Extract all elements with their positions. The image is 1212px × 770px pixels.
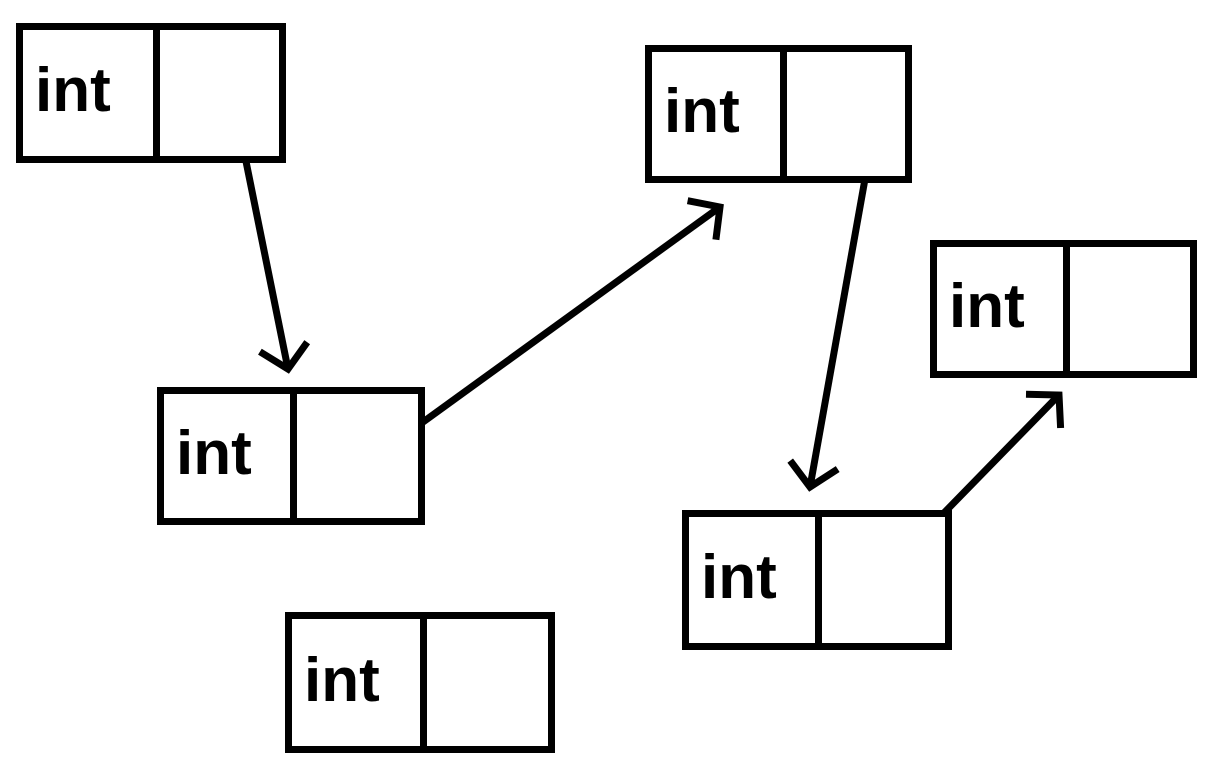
type-cell: int <box>652 52 780 176</box>
node-type-label: int <box>176 419 252 488</box>
pointer-cell <box>780 52 905 176</box>
node-type-label: int <box>35 56 111 125</box>
arrow-topmiddle-to-bottomright-head <box>787 458 840 492</box>
arrow-topleft-to-middleleft-head <box>258 340 311 374</box>
node-type-label: int <box>701 543 777 612</box>
type-cell: int <box>689 517 815 643</box>
node-type-label: int <box>304 645 380 715</box>
arrow-bottomright-to-right-head <box>1025 390 1065 429</box>
type-cell: int <box>292 619 420 746</box>
type-cell: int <box>23 30 153 156</box>
node-right: int <box>930 240 1197 378</box>
arrow-topmiddle-to-bottomright <box>806 122 879 488</box>
type-cell: int <box>937 247 1063 371</box>
pointer-cell <box>420 619 548 746</box>
node-top-left: int <box>16 23 286 163</box>
node-type-label: int <box>949 272 1025 341</box>
node-middle-left: int <box>157 387 425 525</box>
pointer-cell <box>815 517 945 643</box>
node-top-middle: int <box>645 45 912 183</box>
arrow-middleleft-to-topmiddle-head <box>686 197 724 241</box>
node-type-label: int <box>664 77 740 146</box>
node-bottom-middle: int <box>285 612 555 753</box>
pointer-cell <box>153 30 279 156</box>
arrow-middleleft-to-topmiddle <box>380 204 723 454</box>
pointer-cell <box>1063 247 1190 371</box>
type-cell: int <box>164 394 290 518</box>
pointer-cell <box>290 394 418 518</box>
node-bottom-right: int <box>682 510 952 650</box>
